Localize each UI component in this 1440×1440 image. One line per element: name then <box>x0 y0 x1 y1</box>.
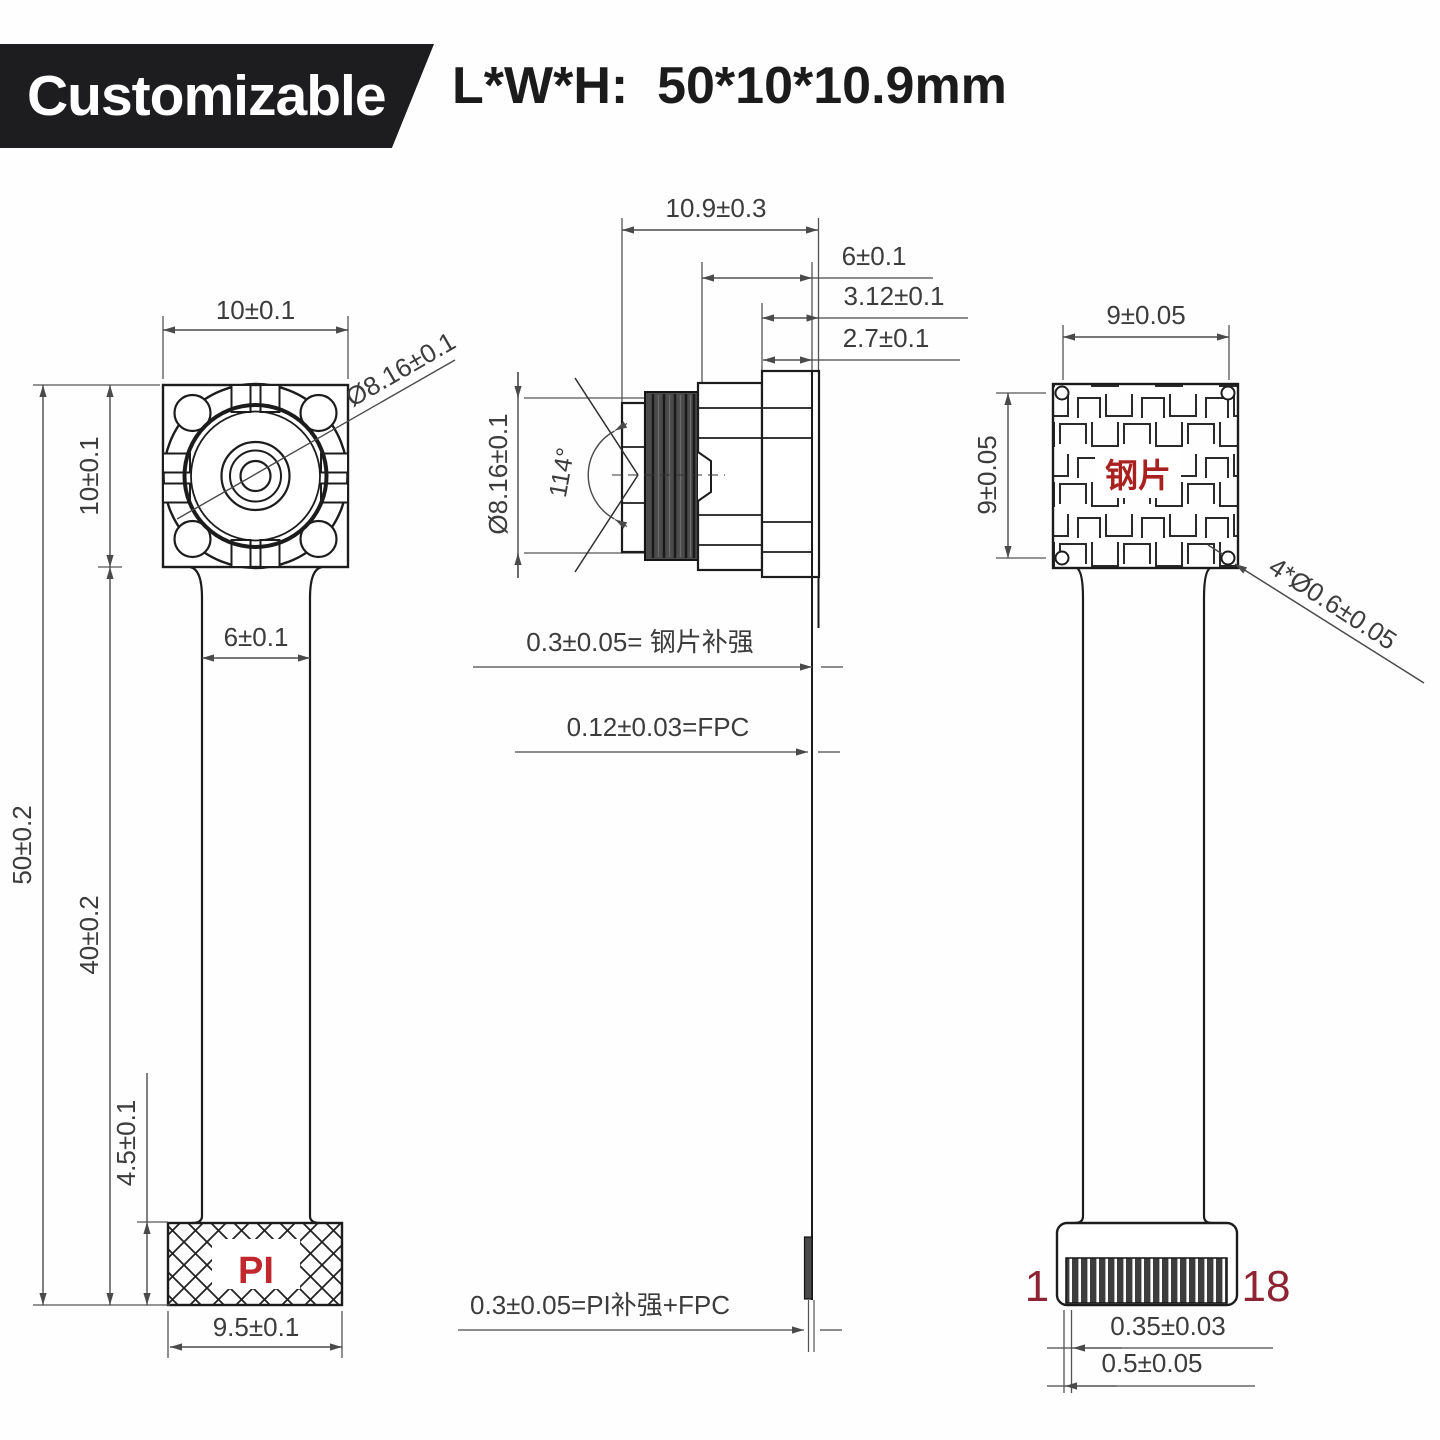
holes-leader-tick <box>1207 544 1225 556</box>
steel-note-text: 0.3±0.05= 钢片补强 <box>526 627 753 657</box>
dim-sheet-width-text: 9±0.05 <box>1106 300 1185 330</box>
hole-bottom-right <box>1220 550 1236 566</box>
lens-barrel-inner-ring <box>190 410 321 542</box>
barrel-thread-highlights <box>657 395 692 557</box>
body-internal-lines <box>698 407 812 553</box>
customizable-banner: Customizable <box>0 44 434 148</box>
holes-note-text: 4*Ø0.6±0.05 <box>1264 551 1403 656</box>
lens-diameter-text: Ø8.16±0.1 <box>340 326 460 413</box>
fov-arc-arrow-bottom <box>614 518 628 529</box>
dim-overall-length-text: 50±0.2 <box>7 805 37 884</box>
dim-fpc-length-text: 40±0.2 <box>74 895 104 974</box>
dim-head-width-text: 10±0.1 <box>216 295 295 325</box>
dim-stiffener-height-text: 4.5±0.1 <box>111 1100 141 1187</box>
back-extension-lines <box>996 325 1230 1393</box>
fov-angle-arc <box>587 430 615 520</box>
fpc-ribbon-back <box>1074 567 1213 1225</box>
lens-rear-element <box>697 451 712 502</box>
lens-barrel-ring <box>182 403 329 549</box>
front-view: PI 10±0.1 Ø8.16±0.1 10±0.1 50±0.2 40±0.2… <box>7 295 461 1358</box>
pi-stiffener-side <box>803 1236 813 1300</box>
lens-front-cap-lines <box>622 446 645 504</box>
fpc-ribbon-front <box>189 565 323 1225</box>
hole-top-left <box>1054 385 1070 401</box>
dim-module-depth-text: 6±0.1 <box>842 241 907 271</box>
lens-outer-element <box>220 440 291 512</box>
back-view: 钢片 1 18 9±0.05 9±0.05 4*Ø0.6±0.05 0.3 <box>972 300 1425 1393</box>
lens-front-cap <box>620 401 647 554</box>
holes-leader <box>1234 563 1425 684</box>
dim-fpc-width-text: 6±0.1 <box>224 622 289 652</box>
dim-pin-pitch-text: 0.5±0.05 <box>1101 1348 1202 1378</box>
mounting-holes <box>1054 385 1236 566</box>
hole-top-right <box>1220 385 1236 401</box>
vcm-corner-petals <box>173 393 338 559</box>
dim-sensor-depth-text: 3.12±0.1 <box>843 281 944 311</box>
pin-1-label: 1 <box>1025 1262 1049 1311</box>
fpc-note-text: 0.12±0.03=FPC <box>567 712 750 742</box>
sensor-body <box>760 369 821 579</box>
petal-top-right <box>299 393 338 433</box>
dim-lens-diameter-text: Ø8.16±0.1 <box>483 413 513 534</box>
dim-connector-width-text: 9.5±0.1 <box>213 1312 300 1342</box>
dim-pin-width-text: 0.35±0.03 <box>1110 1311 1225 1341</box>
hole-bottom-left <box>1054 550 1070 566</box>
size-spec-label: L*W*H: 50*10*10.9mm <box>452 57 1007 115</box>
barrel-thread-ridges <box>651 394 696 558</box>
connector-pins <box>1065 1257 1228 1304</box>
lens-aperture <box>239 459 272 493</box>
customizable-banner-text: Customizable <box>27 64 387 128</box>
lens-middle-element <box>229 449 282 503</box>
fov-arc-arrow-top <box>614 421 628 432</box>
steel-label-window <box>1095 450 1181 498</box>
side-view: 114° Ø8.16±0.1 10.9±0.3 6±0.1 3.12±0.1 2… <box>458 193 968 1352</box>
pi-label: PI <box>238 1250 274 1292</box>
fov-angle-text: 114° <box>544 446 580 500</box>
petal-top-left <box>173 393 212 433</box>
petal-bottom-right <box>299 519 338 559</box>
pi-note-text: 0.3±0.05=PI补强+FPC <box>470 1290 730 1320</box>
pin-18-label: 18 <box>1242 1262 1291 1311</box>
petal-bottom-left <box>173 519 212 559</box>
dim-overall-depth-text: 10.9±0.3 <box>665 193 766 223</box>
steel-label: 钢片 <box>1105 457 1171 494</box>
pi-label-window <box>212 1239 300 1289</box>
dim-board-depth-text: 2.7±0.1 <box>843 323 930 353</box>
fpc-end-ticks <box>807 1300 815 1352</box>
vcm-outer-circle <box>162 382 349 570</box>
lens-diameter-leader <box>176 359 456 520</box>
dim-sheet-height-text: 9±0.05 <box>972 435 1002 514</box>
dim-head-height-text: 10±0.1 <box>74 436 104 515</box>
fov-cone-lines <box>574 377 639 573</box>
